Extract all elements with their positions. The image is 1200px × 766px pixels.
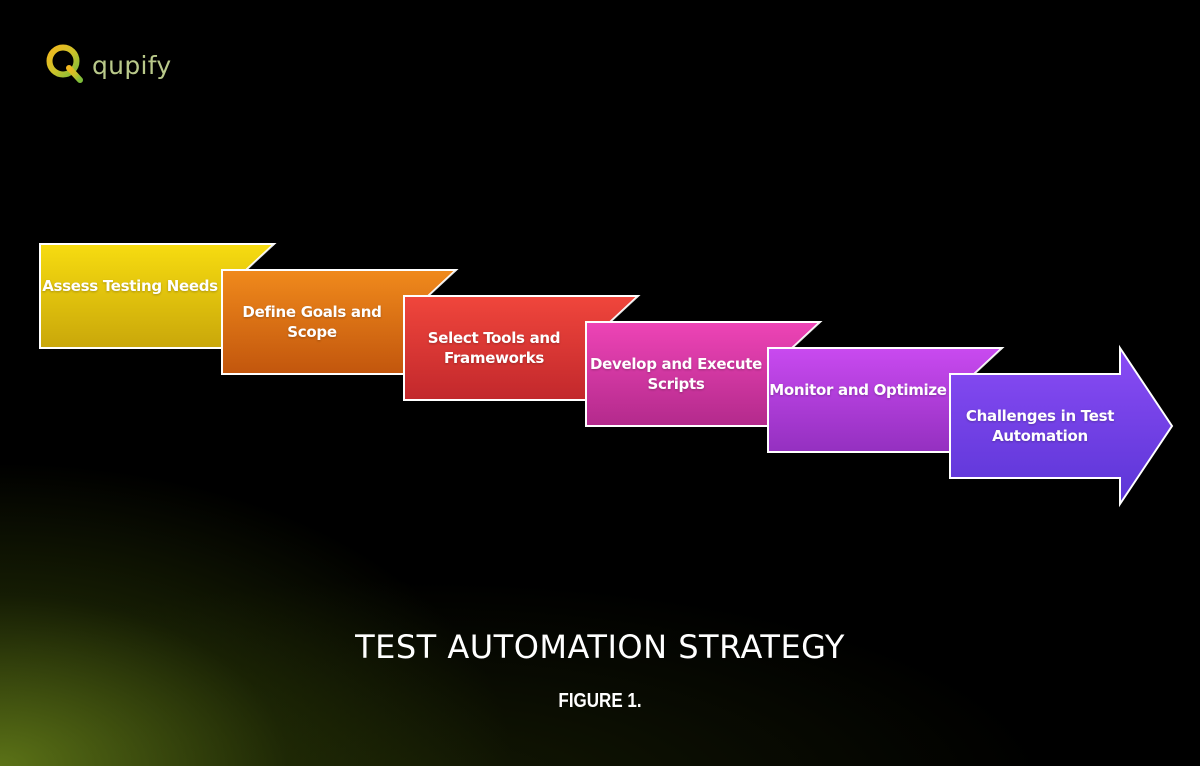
qupify-logo-icon: [46, 44, 83, 83]
diagram-title: TEST AUTOMATION STRATEGY: [355, 628, 845, 666]
brand-name: qupify: [92, 50, 172, 80]
step-label-2: Define Goals and Scope: [242, 303, 382, 341]
step-label-6: Challenges in Test Automation: [965, 407, 1115, 445]
step-label-1: Assess Testing Needs: [42, 277, 218, 295]
brand-logo: qupify: [44, 42, 172, 84]
figure-caption: FIGURE 1.: [558, 690, 642, 712]
step-label-4: Develop and Execute Scripts: [589, 355, 763, 393]
step-label-5: Monitor and Optimize: [769, 381, 947, 399]
step-label-3: Select Tools and Frameworks: [427, 329, 561, 367]
step-shape-6: [949, 344, 1174, 508]
